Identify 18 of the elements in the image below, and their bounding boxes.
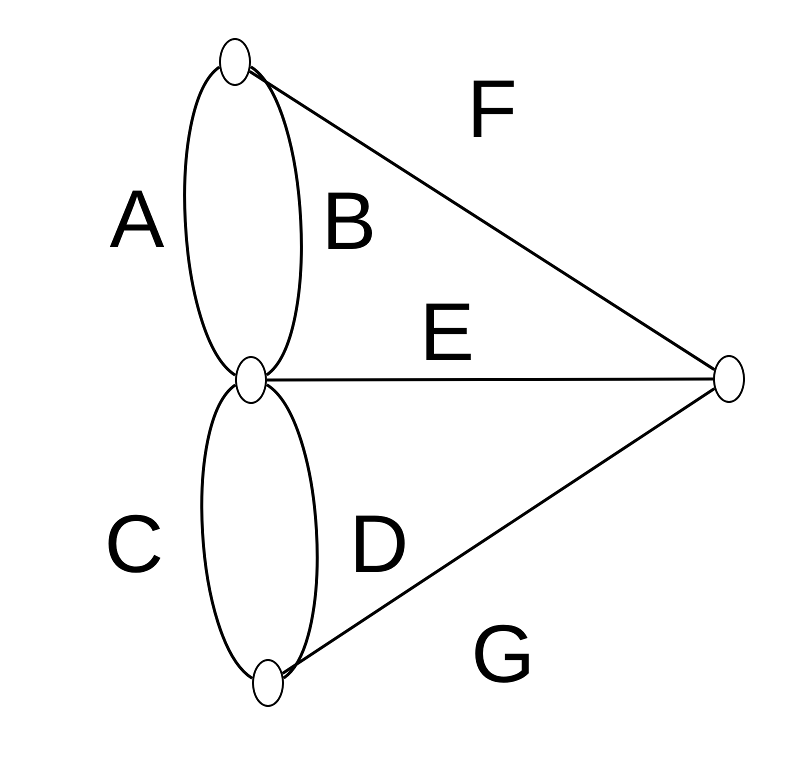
edge-line: [282, 387, 716, 675]
edge-label: B: [322, 181, 376, 263]
vertex-circle: [713, 355, 745, 403]
edge-label: C: [104, 504, 164, 586]
edge-line: [200, 384, 254, 680]
edge-line: [267, 378, 713, 382]
edge-label: D: [349, 504, 409, 586]
edge-label: E: [420, 292, 474, 374]
vertex-circle: [252, 659, 284, 707]
edge-line: [248, 70, 716, 371]
edge-line: [183, 66, 236, 376]
vertex-circle: [219, 38, 251, 86]
edge-label: F: [466, 69, 518, 151]
edge-line: [266, 384, 319, 680]
edge-line: [250, 66, 303, 376]
edge-label: G: [471, 614, 535, 696]
edge-label: A: [110, 179, 164, 261]
vertex-circle: [235, 356, 267, 404]
